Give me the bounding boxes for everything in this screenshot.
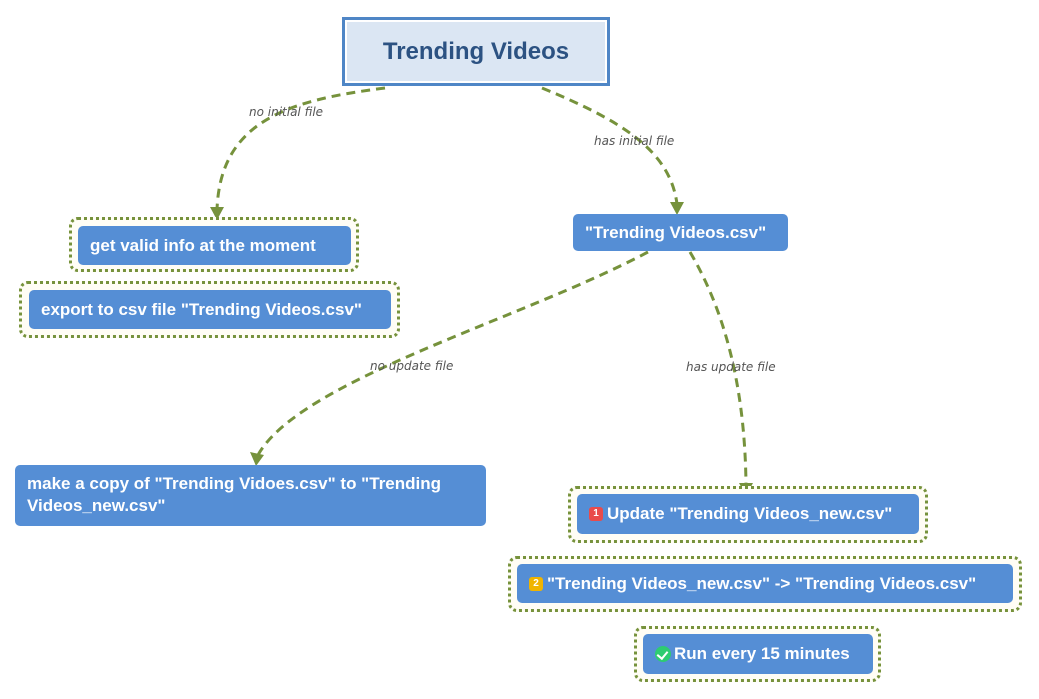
edge-no-initial-file: [215, 86, 386, 211]
edge-label-no-initial-file: no initial file: [249, 105, 323, 119]
topic-label: make a copy of "Trending Vidoes.csv" to …: [27, 474, 442, 515]
topic-label: export to csv file "Trending Videos.csv": [41, 299, 362, 319]
edge-has-update-file: [688, 251, 748, 485]
topic-make-copy[interactable]: make a copy of "Trending Vidoes.csv" to …: [15, 465, 486, 526]
topic-trending-videos-csv[interactable]: "Trending Videos.csv": [573, 214, 788, 251]
edge-label-has-update-file: has update file: [686, 360, 776, 374]
topic-label: "Trending Videos.csv": [585, 222, 767, 242]
arrow-head: [210, 207, 224, 220]
topic-rename-new-csv[interactable]: 2 "Trending Videos_new.csv" -> "Trending…: [517, 564, 1013, 603]
root-topic-title: Trending Videos: [382, 37, 570, 65]
edge-no-update-file: [256, 250, 649, 456]
topic-get-valid-info[interactable]: get valid info at the moment: [78, 226, 351, 265]
root-topic[interactable]: Trending Videos: [342, 17, 610, 86]
edge-label-no-update-file: no update file: [370, 359, 453, 373]
arrow-head: [670, 202, 684, 215]
priority-1-icon: 1: [589, 507, 603, 521]
edge-label-has-initial-file: has initial file: [594, 134, 674, 148]
topic-export-csv[interactable]: export to csv file "Trending Videos.csv": [29, 290, 391, 329]
topic-label: Update "Trending Videos_new.csv": [607, 504, 893, 523]
priority-2-icon: 2: [529, 576, 543, 591]
topic-label: get valid info at the moment: [90, 235, 316, 255]
done-check-icon: [655, 646, 671, 662]
topic-update-new-csv[interactable]: 1 Update "Trending Videos_new.csv": [577, 494, 919, 534]
topic-label: Run every 15 minutes: [674, 644, 850, 663]
topic-label: "Trending Videos_new.csv" -> "Trending V…: [547, 573, 977, 593]
edge-has-initial-file: [541, 86, 679, 205]
arrow-head: [250, 452, 264, 466]
topic-run-every-15-minutes[interactable]: Run every 15 minutes: [643, 634, 873, 674]
